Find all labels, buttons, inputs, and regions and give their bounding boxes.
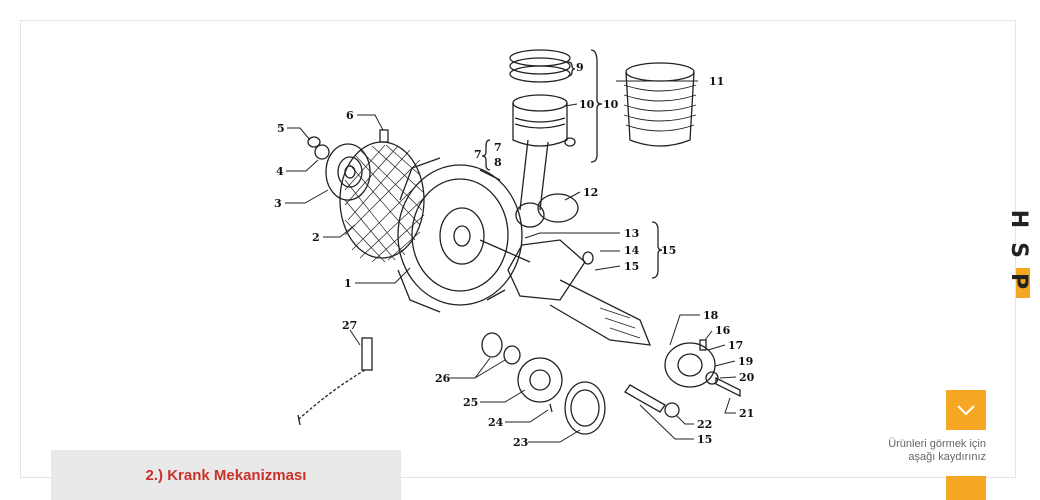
callout-label: 27 [342,319,357,332]
callout-label: 7 [494,141,502,154]
callout-label: 15 [697,433,712,446]
starter-pulley-part [307,136,371,201]
bushing-part [481,332,521,365]
callout-label: 15 [661,244,676,257]
callout-label: 6 [346,109,354,122]
cylinder-part [623,62,697,147]
crankshaft-part [479,239,652,346]
brand-letter: H [1005,209,1031,229]
mesh-screen-part [339,141,425,263]
callout-label: 8 [494,156,502,169]
callout-label: 10 [579,98,595,111]
t-handle-tool-part [297,337,373,426]
diagram-caption: 2.) Krank Mekanizması [51,450,401,500]
callout-label: 25 [463,396,478,409]
callout-label: 24 [488,416,504,429]
scroll-down-button[interactable] [946,390,986,430]
callout-label: 4 [276,165,284,178]
bottom-tab[interactable] [946,476,986,500]
bracket-10 [590,49,603,163]
pin-part [379,129,389,143]
callout-label: 5 [277,122,285,135]
chevron-down-icon [957,405,975,415]
bracket-9 [567,61,576,77]
callout-label: 7 [474,148,482,161]
callout-label: 3 [274,197,282,210]
scroll-hint-line2: aşağı kaydırınız [908,451,986,463]
callout-label: 16 [715,324,731,337]
callout-label: 14 [624,244,640,257]
callout-label: 15 [624,260,639,273]
piston-part [512,94,576,147]
gear-assembly-part [664,339,741,398]
callout-label: 10 [603,98,619,111]
content-frame [20,20,1016,478]
callout-label: 13 [624,227,639,240]
callout-label: 20 [739,371,755,384]
callout-label: 26 [435,372,451,385]
callout-label: 18 [703,309,719,322]
bracket-15 [651,221,663,279]
callout-label: 1 [344,277,352,290]
callout-label: 21 [739,407,754,420]
callout-label: 2 [312,231,320,244]
connecting-rod-part [515,139,579,228]
brand-letter: S [1005,242,1031,258]
piston-rings-part [509,49,571,83]
scroll-hint: Ürünleri görmek için aşağı kaydırınız [850,438,986,464]
shaft-part [624,384,680,418]
callout-label: 17 [728,339,743,352]
brand-letter: P [1006,272,1031,290]
timing-gear-part [517,357,606,435]
scroll-hint-line1: Ürünleri görmek için [888,438,986,450]
callout-label: 9 [576,61,584,74]
caption-text: 2.) Krank Mekanizması [145,466,307,484]
callout-label: 19 [738,355,753,368]
callout-label: 23 [513,436,528,449]
brand-logo[interactable]: H S P [1005,203,1031,297]
bracket-7 [481,139,491,171]
callout-label: 12 [583,186,598,199]
callout-label: 22 [697,418,712,431]
callout-label: 11 [709,75,724,88]
